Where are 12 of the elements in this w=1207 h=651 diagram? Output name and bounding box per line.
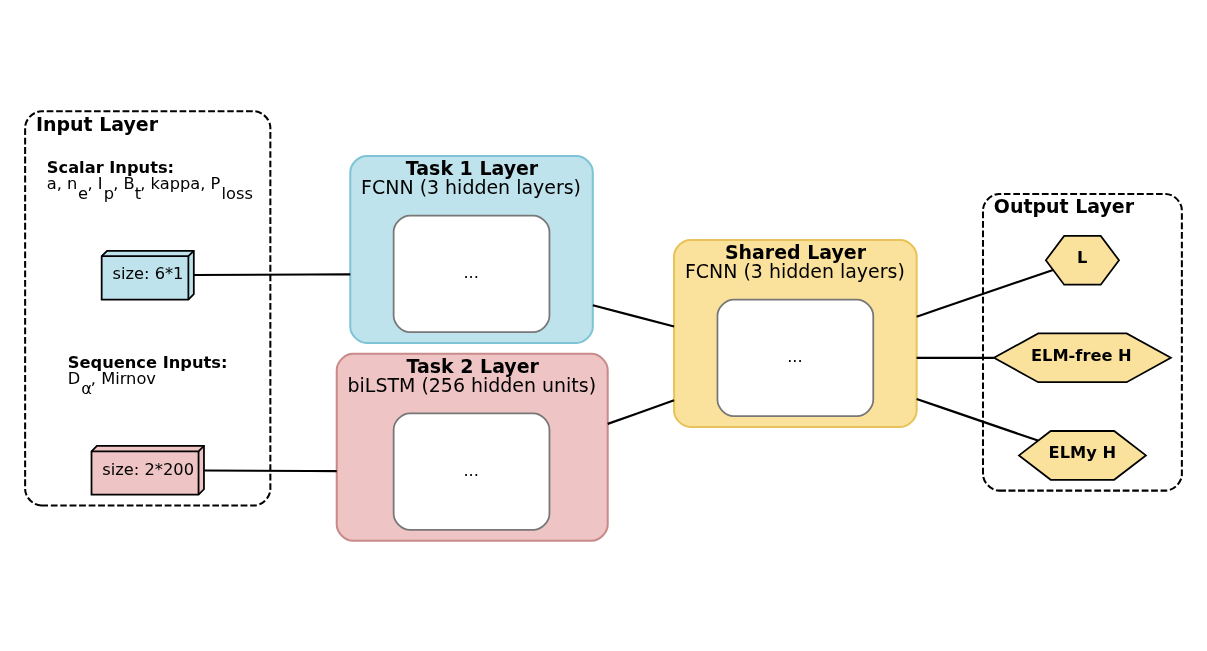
- node-label: Scalar Inputs:: [46, 157, 175, 177]
- node-label: Sequence Inputs:: [67, 352, 228, 372]
- connector: [194, 272, 351, 276]
- connector: [607, 398, 675, 425]
- connector: [916, 397, 1039, 442]
- connector: [592, 303, 675, 327]
- node-box: ...: [392, 214, 551, 333]
- node-box: ...: [716, 298, 875, 417]
- node-box: ...: [392, 412, 551, 531]
- connector: [204, 468, 337, 472]
- connector: [916, 356, 994, 359]
- connector: [916, 268, 1054, 318]
